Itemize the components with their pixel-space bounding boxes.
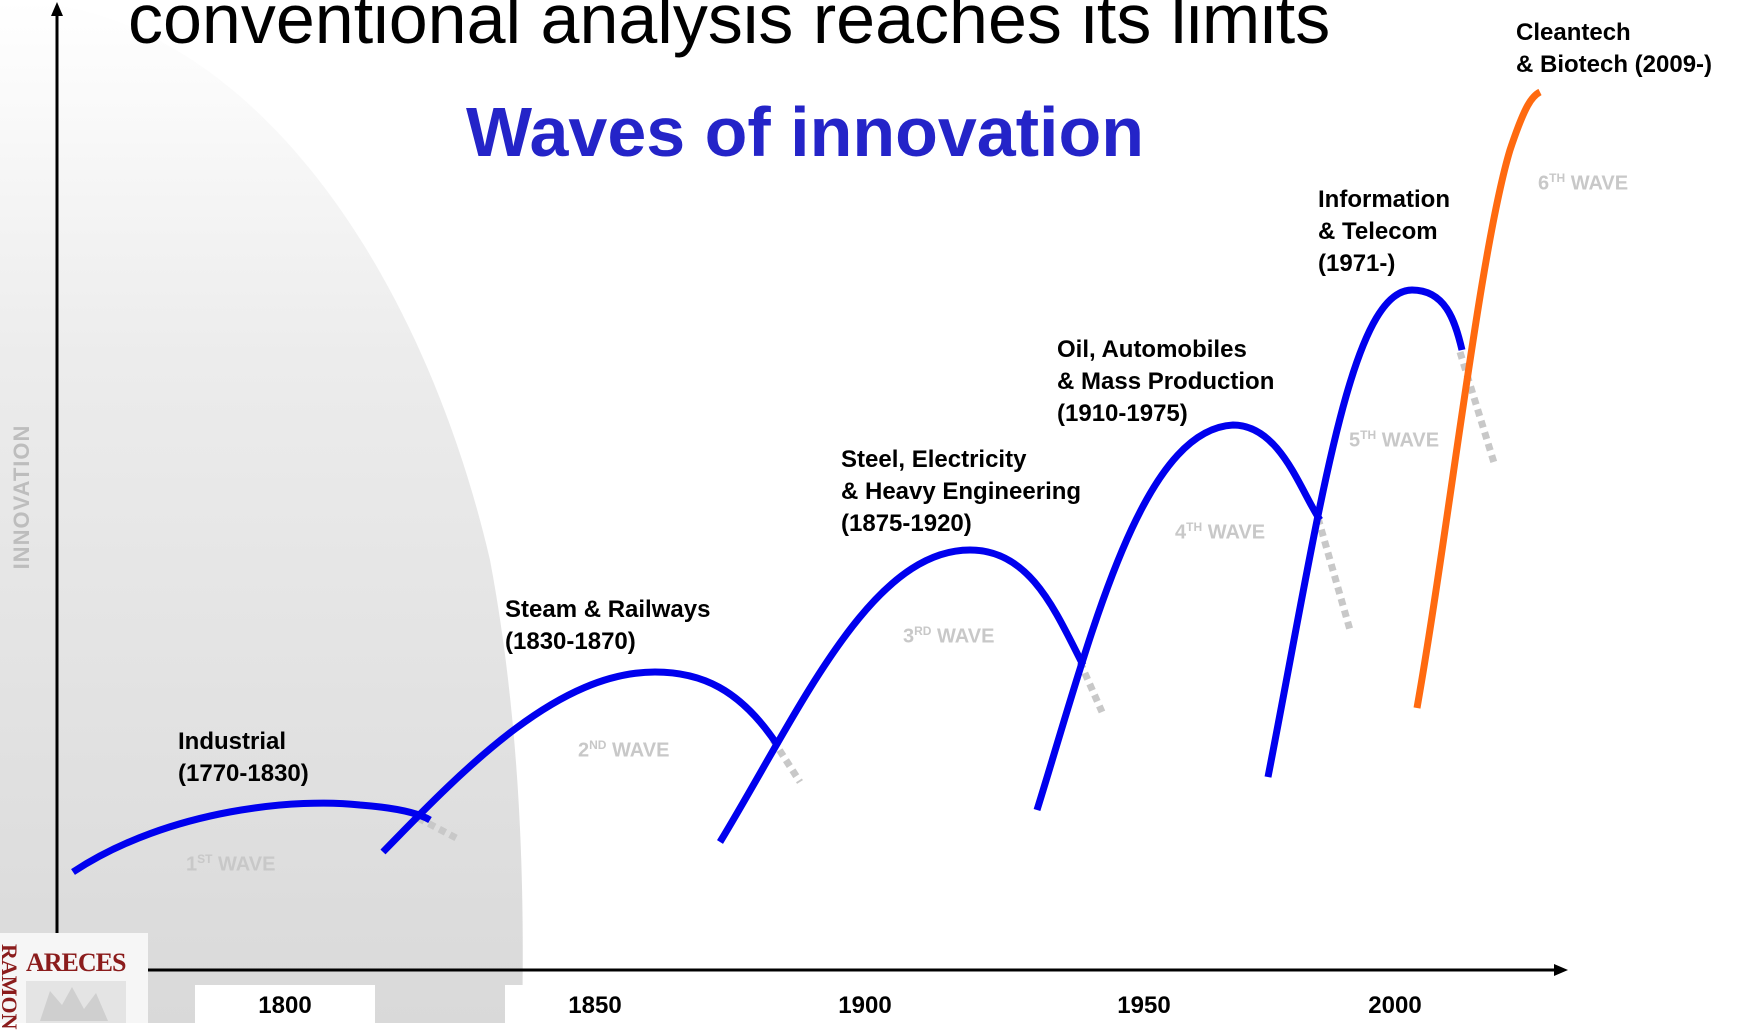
- wave-4-curve: [1033, 421, 1323, 812]
- wave-3-ordinal-suffix: RD: [914, 624, 932, 638]
- wave-6-name: Cleantech & Biotech (2009-): [1516, 17, 1712, 81]
- wave-3-tag: 3RD WAVE: [903, 624, 994, 649]
- wave-2-curve: [380, 668, 781, 855]
- wave-5-tag: 5TH WAVE: [1349, 428, 1439, 453]
- wave-6-name-line: & Biotech (2009-): [1516, 51, 1713, 78]
- wave-1-curve: [71, 799, 432, 875]
- wave-6-tag: 6TH WAVE: [1538, 171, 1628, 196]
- wave-4-ordinal: 4: [1175, 521, 1187, 544]
- wave-4-name: Oil, Automobiles & Mass Production (1910…: [1057, 334, 1274, 430]
- wave-1-name: Industrial (1770-1830): [178, 726, 309, 790]
- wave-2-ordinal: 2: [578, 739, 590, 762]
- wave-3-decline: [1076, 660, 1106, 714]
- wave-4-name-line: (1910-1975): [1057, 400, 1188, 427]
- wave-3-name-line: & Heavy Engineering: [841, 478, 1082, 505]
- year-label-1850: 1850: [505, 985, 685, 1023]
- wave-3-ordinal: 3: [903, 625, 915, 648]
- diagram-title: Waves of innovation: [465, 93, 1145, 171]
- wave-5-name-line: (1971-): [1318, 250, 1396, 277]
- wave-6-ordinal-suffix: TH: [1549, 171, 1566, 185]
- wave-6-curve: [1413, 88, 1542, 709]
- wave-2-ordinal-suffix: ND: [589, 738, 607, 752]
- wave-4-name-line: Oil, Automobiles: [1057, 336, 1247, 363]
- wave-5-name-line: Information: [1318, 186, 1450, 213]
- wave-2-name: Steam & Railways (1830-1870): [505, 594, 710, 658]
- wave-5-name-line: & Telecom: [1318, 218, 1438, 245]
- wave-1-tag-word: WAVE: [218, 853, 276, 876]
- wave-3-name-line: (1875-1920): [841, 510, 972, 537]
- y-axis-arrowhead: [51, 2, 63, 16]
- wave-6-tag-word: WAVE: [1570, 172, 1629, 195]
- wave-1-ordinal: 1: [186, 853, 198, 876]
- year-label-1950: 1950: [1054, 985, 1234, 1023]
- wave-4-decline: [1314, 517, 1354, 631]
- wave-3-name-line: Steel, Electricity: [841, 446, 1027, 473]
- wave-4-name-line: & Mass Production: [1057, 368, 1275, 395]
- wave-4-tag: 4TH WAVE: [1175, 520, 1265, 545]
- wave-2-tag: 2ND WAVE: [578, 738, 669, 763]
- wave-6-ordinal: 6: [1538, 172, 1550, 195]
- logo-side-text: RAMON: [0, 944, 22, 1030]
- wave-3-tag-word: WAVE: [937, 625, 995, 648]
- wave-5-decline: [1456, 350, 1499, 468]
- wave-5-name: Information & Telecom (1971-): [1318, 184, 1450, 280]
- x-axis-arrowhead: [1554, 964, 1568, 976]
- wave-5-tag-word: WAVE: [1381, 429, 1440, 452]
- wave-5-curve: [1264, 286, 1466, 778]
- wave-2-name-line: (1830-1870): [505, 628, 636, 655]
- wave-4-ordinal-suffix: TH: [1186, 520, 1203, 534]
- wave-2-tag-word: WAVE: [612, 739, 670, 762]
- wave-1-decline: [416, 814, 462, 844]
- slide-headline: conventional analysis reaches its limits: [128, 0, 1331, 58]
- year-label-2000: 2000: [1305, 985, 1485, 1023]
- wave-2-decline: [770, 738, 803, 784]
- logo: [0, 933, 148, 1023]
- year-label-1900: 1900: [775, 985, 955, 1023]
- wave-1-tag: 1ST WAVE: [186, 852, 275, 877]
- wave-3-curve: [717, 546, 1087, 844]
- wave-2-name-line: Steam & Railways: [505, 596, 711, 623]
- logo-emblem-icon: [26, 981, 126, 1023]
- wave-6-name-line: Cleantech: [1516, 19, 1631, 46]
- wave-5-ordinal: 5: [1349, 429, 1361, 452]
- wave-4-tag-word: WAVE: [1207, 521, 1266, 544]
- wave-1-ordinal-suffix: ST: [197, 852, 213, 866]
- wave-3-name: Steel, Electricity & Heavy Engineering (…: [841, 444, 1081, 540]
- wave-5-ordinal-suffix: TH: [1360, 428, 1377, 442]
- year-label-1800: 1800: [195, 985, 375, 1023]
- wave-1-name-line: Industrial: [178, 728, 287, 755]
- logo-text: ARECES: [26, 948, 126, 977]
- wave-1-name-line: (1770-1830): [178, 760, 309, 787]
